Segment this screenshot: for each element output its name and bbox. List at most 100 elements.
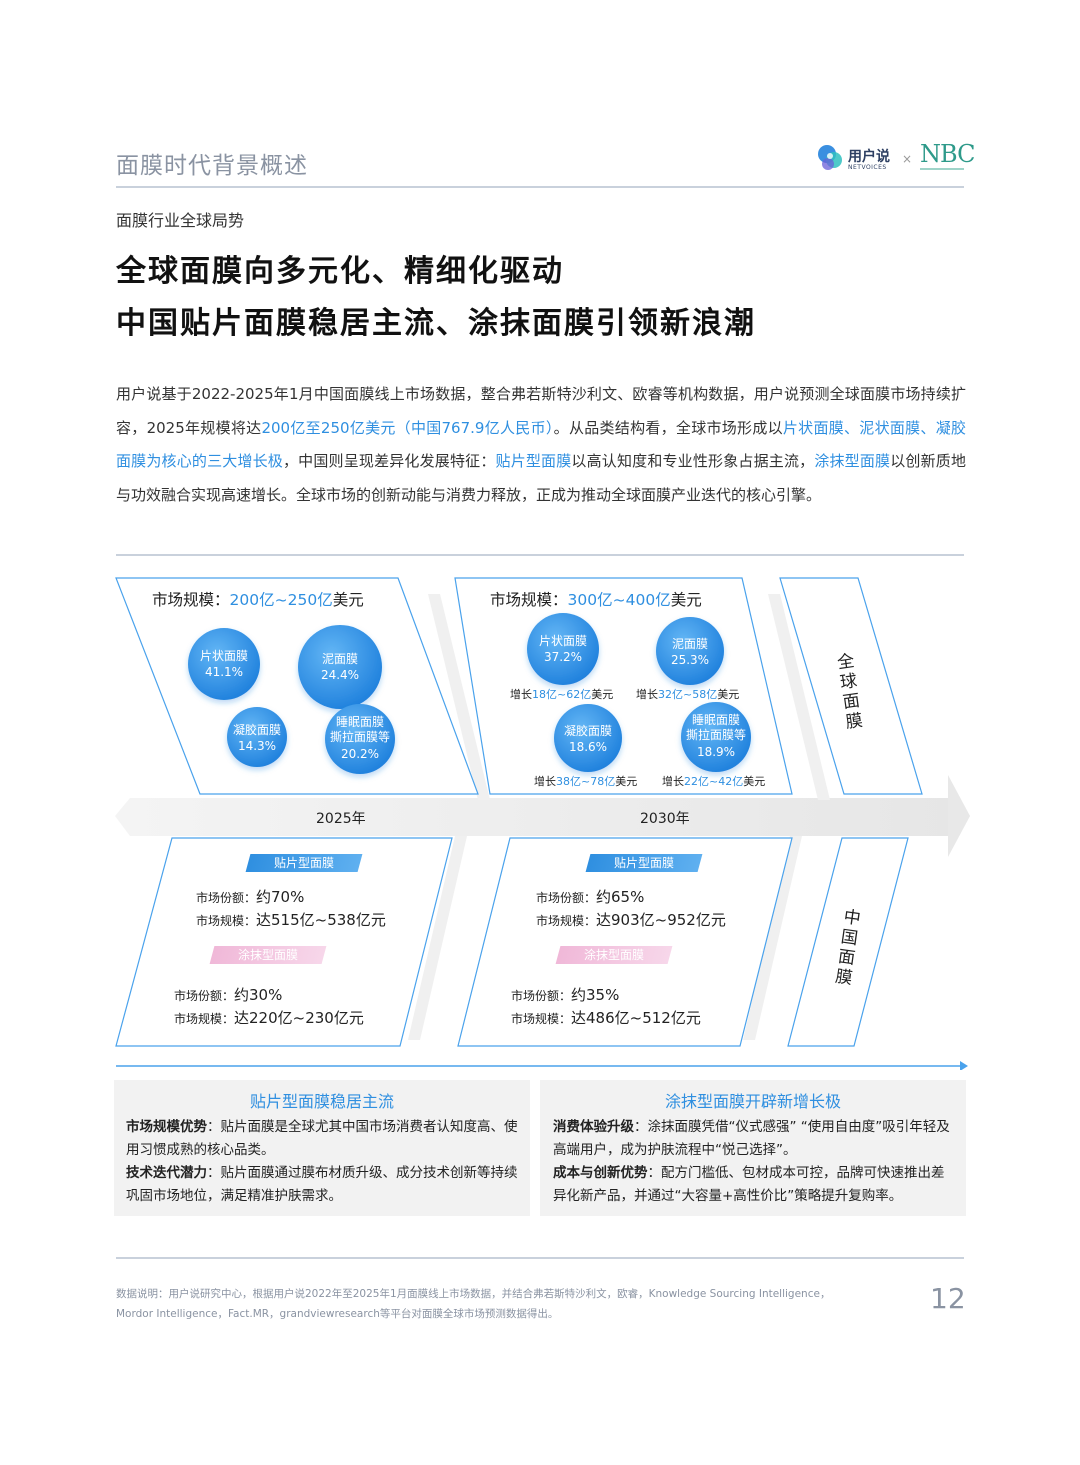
china-2025-cream-size: 市场规模：达220亿~230亿元 [174,1007,364,1028]
logo-separator: × [902,152,913,166]
growth-value: 38亿 [556,775,581,788]
summary-point: 消费体验升级：涂抹面膜凭借“仪式感强” “使用自由度”吸引年轻及高端用户，成为护… [553,1116,957,1162]
bubble-sheet-mask-2025: 片状面膜 41.1% [188,628,260,700]
global-label-panel [779,577,923,795]
brand-logos: 用户说 NETVOICES × NBC [816,140,975,178]
tag-label: 贴片型面膜 [273,856,334,870]
bubble-label: 片状面膜 [539,634,587,648]
para-text: 。从品类结构看，全球市场形成以 [553,418,783,437]
bubble-share: 14.3% [238,739,276,753]
bubble-gel-mask-2025: 凝胶面膜 14.3% [227,707,287,767]
stat-key: 市场份额： [536,891,597,905]
summary-key: 技术迭代潜力 [126,1165,207,1181]
diagram-graphics: 片状面膜 41.1% 泥面膜 24.4% 凝胶面膜 14.3% 睡眠面膜 撕拉面… [115,577,970,1070]
title-value: 400亿 [625,591,671,609]
summary-key: 成本与创新优势 [553,1165,648,1181]
growth-prefix: 增长 [662,775,684,788]
stat-key: 市场规模： [196,914,257,928]
stat-value: 约70% [256,888,305,906]
growth-value: 58亿 [692,688,718,701]
stat-key: 市场规模： [511,1012,572,1026]
headline-line-1: 全球面膜向多元化、精细化驱动 [116,254,564,289]
china-2030-cream-share: 市场份额：约35% [511,984,619,1005]
vertical-char: 国 [839,927,860,950]
para-highlight: 200亿至250亿美元（中国767.9亿人民币） [261,418,554,437]
bubble-label: 凝胶面膜 [564,723,612,738]
bubble-sleep-mask-2030: 睡眠面膜 撕拉面膜等 18.9% [681,702,751,772]
title-prefix: 市场规模： [152,591,230,609]
bubble-gel-mask-2030: 凝胶面膜 18.6% [554,704,622,772]
stat-value: 达486亿~512亿元 [571,1009,701,1027]
summary-desc: ：配方门槛低、包材成本可控，品牌可快速推出差异化新产品，并通过“大容量+高性价比… [553,1165,945,1204]
growth-suffix: 美元 [591,688,614,701]
title-value: 300亿 [567,591,613,609]
growth-sep: ~ [557,688,567,701]
china-2025-panel [115,837,453,1047]
stat-value: 约65% [596,888,645,906]
stat-key: 市场份额： [174,989,235,1003]
summary-box-cream [540,1080,966,1216]
growth-value: 78亿 [590,775,616,788]
china-2025-cream-share: 市场份额：约30% [174,984,282,1005]
bubble-mud-mask-2030: 泥面膜 25.3% [656,617,724,685]
growth-sep: ~ [683,688,693,701]
summary-point: 市场规模优势：贴片面膜是全球尤其中国市场消费者认知度高、使用习惯成熟的核心品类。 [126,1116,522,1162]
growth-value: 22亿 [684,775,709,788]
summary-desc: ：涂抹面膜凭借“仪式感强” “使用自由度”吸引年轻及高端用户，成为护肤流程中“悦… [553,1119,950,1158]
china-2030-sheet-size: 市场规模：达903亿~952亿元 [536,909,726,930]
summary-point: 成本与创新优势：配方门槛低、包材成本可控，品牌可快速推出差异化新产品，并通过“大… [553,1162,957,1208]
title-prefix: 市场规模： [490,591,568,609]
growth-label-sleep: 增长22亿~42亿美元 [662,773,765,789]
title-sep: ~ [274,591,288,609]
tag-sheet-mask-2025: 贴片型面膜 [245,854,363,872]
growth-sep: ~ [709,775,719,788]
summary-title-sheet: 贴片型面膜稳居主流 [249,1092,394,1111]
bubble-mud-mask-2025: 泥面膜 24.4% [298,625,382,709]
global-2030-title: 市场规模：300亿~400亿美元 [490,588,702,610]
tag-cream-mask-2025: 涂抹型面膜 [209,946,327,964]
growth-value: 62亿 [566,688,592,701]
growth-prefix: 增长 [510,688,532,701]
bubble-share: 18.9% [697,745,735,759]
growth-label-mud: 增长32亿~58亿美元 [636,686,739,702]
content-divider [116,554,964,556]
vertical-char: 中 [842,907,862,930]
china-2030-panel [457,837,793,1047]
headline-line-2: 中国贴片面膜稳居主流、涂抹面膜引领新浪潮 [116,306,756,341]
title-sep: ~ [612,591,626,609]
bubble-share: 37.2% [544,650,582,664]
bubble-share: 25.3% [671,653,709,667]
china-2030-cream-size: 市场规模：达486亿~512亿元 [511,1007,701,1028]
bubble-share: 41.1% [205,665,243,679]
vertical-char: 面 [836,946,857,969]
market-diagram: 片状面膜 41.1% 泥面膜 24.4% 凝胶面膜 14.3% 睡眠面膜 撕拉面… [110,570,980,1070]
stat-key: 市场份额： [511,989,572,1003]
separator-stripe [743,836,802,1040]
growth-prefix: 增长 [636,688,658,701]
summary-text-cream: 消费体验升级：涂抹面膜凭借“仪式感强” “使用自由度”吸引年轻及高端用户，成为护… [553,1116,957,1208]
summary-point: 技术迭代潜力：贴片面膜通过膜布材质升级、成分技术创新等持续巩固市场地位，满足精准… [126,1162,522,1208]
para-text: ，中国则呈现差异化发展特征： [282,452,496,470]
para-highlight: 贴片型面膜 [495,452,572,470]
tag-sheet-mask-2030: 贴片型面膜 [585,854,703,872]
stat-key: 市场规模： [174,1012,235,1026]
growth-suffix: 美元 [743,775,766,788]
summary-desc: ：贴片面膜通过膜布材质升级、成分技术创新等持续巩固市场地位，满足精准护肤需求。 [126,1165,518,1204]
header-divider [116,186,964,188]
china-2025-sheet-share: 市场份额：约70% [196,886,304,907]
page-number: 12 [930,1282,966,1315]
growth-value: 42亿 [718,775,744,788]
netvoices-logo-subtext: NETVOICES [848,164,887,171]
separator-stripe [408,836,467,1040]
global-2025-panel [115,577,479,795]
bubble-label: 泥面膜 [322,652,358,666]
bubble-label: 撕拉面膜等 [686,727,746,742]
para-highlight: 片状面膜、泥状面膜、凝胶面膜为核心的三大增长极 [116,418,966,471]
summary-text-sheet: 市场规模优势：贴片面膜是全球尤其中国市场消费者认知度高、使用习惯成熟的核心品类。… [126,1116,522,1208]
tag-label: 涂抹型面膜 [237,948,298,962]
title-value: 200亿 [229,591,275,609]
stat-value: 约35% [571,986,620,1004]
stat-key: 市场规模： [536,914,597,928]
stat-value: 约30% [234,986,283,1004]
year-label-2030: 2030年 [640,811,690,827]
